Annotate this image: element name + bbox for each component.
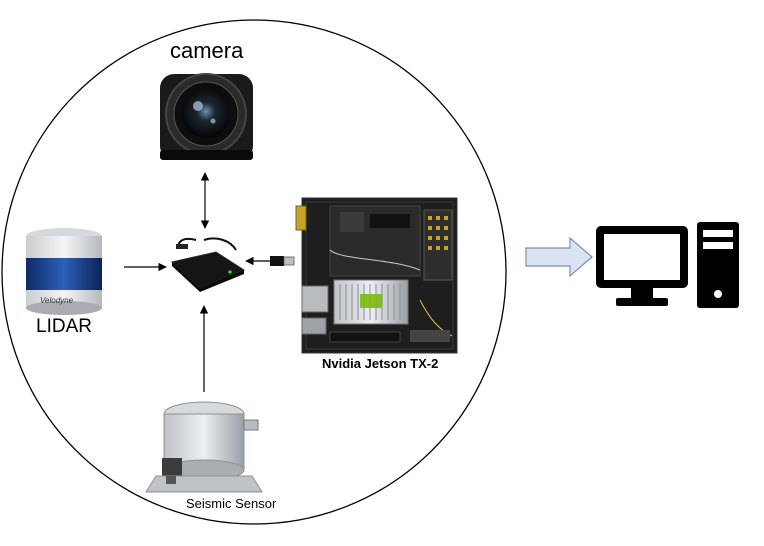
system-boundary-circle (1, 19, 507, 525)
jetson-computer-block-arrow (525, 236, 593, 278)
lidar-sensor-icon: Velodyne (26, 228, 102, 315)
desktop-computer-icon (596, 222, 739, 308)
lidar-label: LIDAR (36, 316, 92, 337)
seismic-sensor-icon (145, 401, 263, 493)
circuit-board-icon (295, 197, 458, 354)
svg-text:Velodyne: Velodyne (40, 296, 74, 305)
camera-lens-icon (160, 73, 253, 160)
hub-jetson-arrow (245, 256, 295, 266)
usb-hub-icon (170, 237, 246, 292)
camera-label: camera (170, 38, 244, 63)
seismic-sensor-label: Seismic Sensor (186, 496, 277, 511)
jetson-label: Nvidia Jetson TX-2 (322, 356, 439, 371)
